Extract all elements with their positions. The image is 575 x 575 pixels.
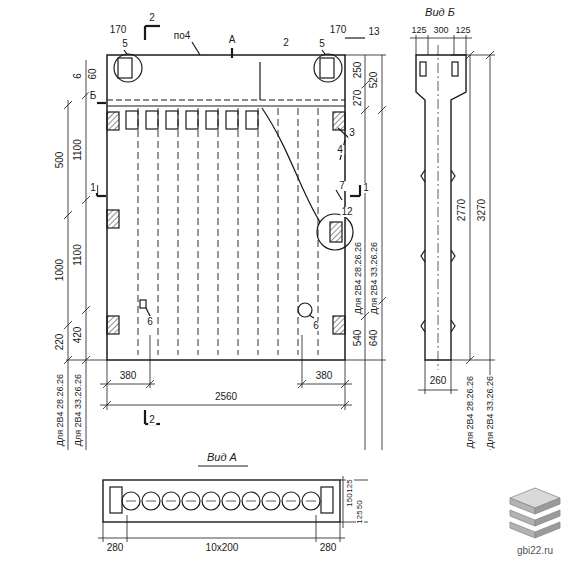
leader [322,50,325,54]
dimension-label: 1100 [73,243,83,267]
dimension-label: 3 [348,128,356,138]
dimension-label: 260 [429,376,448,386]
dimension-label: Б [89,91,98,101]
dimension-label: по4 [173,31,192,41]
loop [320,58,334,78]
dimension-label: 640 [369,329,379,348]
dimension-label: 2770 [457,198,467,222]
dimension-label: 10x200 [205,543,240,553]
dimension-label: 250 [353,61,363,80]
dimension-label: 380 [315,371,334,381]
dimension-label: 2560 [214,392,238,402]
dimension-label: 7 [338,181,346,191]
dimension-label: Для 2В4 33.26.26 [486,375,495,449]
dimension-line [410,35,495,450]
detail-circle [317,214,353,250]
dimension-label: Для 2В4 28.26.26 [466,375,475,449]
section-mark [97,26,360,424]
watermark: gbi22.ru [516,546,554,556]
top-band [107,99,345,100]
view-title: Вид А [206,452,238,463]
dimension-label: 380 [119,371,138,381]
panel-outline [107,55,345,360]
detail-circle [114,54,142,82]
dimension-label: 2 [282,38,290,48]
core-circle [122,492,320,510]
dimension-label: 1100 [73,138,83,162]
dimension-label: 4 [336,145,344,155]
dimension-label: 540 [353,329,363,348]
hollow-core [138,108,318,355]
leader [192,42,200,55]
plan-view [110,487,122,513]
leader [336,190,342,200]
dimension-label: Для 2В4 33.26.26 [370,241,379,315]
joint-line [259,62,260,100]
dimension-label: 13 [367,27,380,37]
dimension-label: 280 [106,543,125,553]
dimension-label: Для 2В4 28.26.26 [354,241,363,315]
detail-circle [314,54,342,82]
view-title: Вид Б [424,7,456,18]
dimension-line [64,55,386,450]
dimension-label: 1000 [55,258,65,282]
leader [309,315,314,318]
opening [126,111,258,129]
leader [124,50,127,54]
dimension-label: 125 [454,26,471,35]
dimension-label: 5 [121,39,129,49]
loop [118,58,132,78]
dimension-label: 280 [319,543,338,553]
dimension-label: 170 [109,25,128,35]
dimension-label: 500 [55,151,65,170]
top-band [107,105,345,106]
dimension-label: 6 [312,321,320,331]
dimension-label: 6 [73,72,83,80]
section-view [416,45,466,370]
dimension-label: 170 [329,25,348,35]
dimension-label: 6 [146,317,154,327]
mark [140,300,146,308]
dimension-label: 125 [356,509,364,524]
leader-curve [262,108,320,222]
dimension-label: 220 [55,333,65,352]
dimension-line [98,476,368,542]
dimension-label: 2 [148,415,156,425]
dimension-label: 60 [88,67,98,80]
title-underline [198,466,248,467]
plan-view [103,480,340,522]
dimension-label: 150 [346,492,354,507]
dimension-label: 1 [89,183,97,193]
plan-view [321,487,333,513]
dimension-label: 1 [362,183,370,193]
dimension-label: 300 [432,26,449,35]
watermark-logo [510,488,560,538]
dimension-label: Для 2В4 28.26.26 [56,373,65,447]
dimension-label: 3270 [477,198,487,222]
dimension-label: 5 [318,39,326,49]
dimension-label: 125 [410,26,427,35]
dimension-label: А [228,35,237,45]
dimension-label: 2 [148,13,156,23]
leader [146,308,150,316]
dimension-label: 520 [369,71,379,90]
leader [345,37,365,38]
dimension-label: 420 [73,326,83,345]
dimension-label: Для 2В4 33.26.26 [74,373,83,447]
dimension-label: 12 [340,207,353,217]
niche [107,112,345,334]
dimension-label: 270 [353,89,363,108]
